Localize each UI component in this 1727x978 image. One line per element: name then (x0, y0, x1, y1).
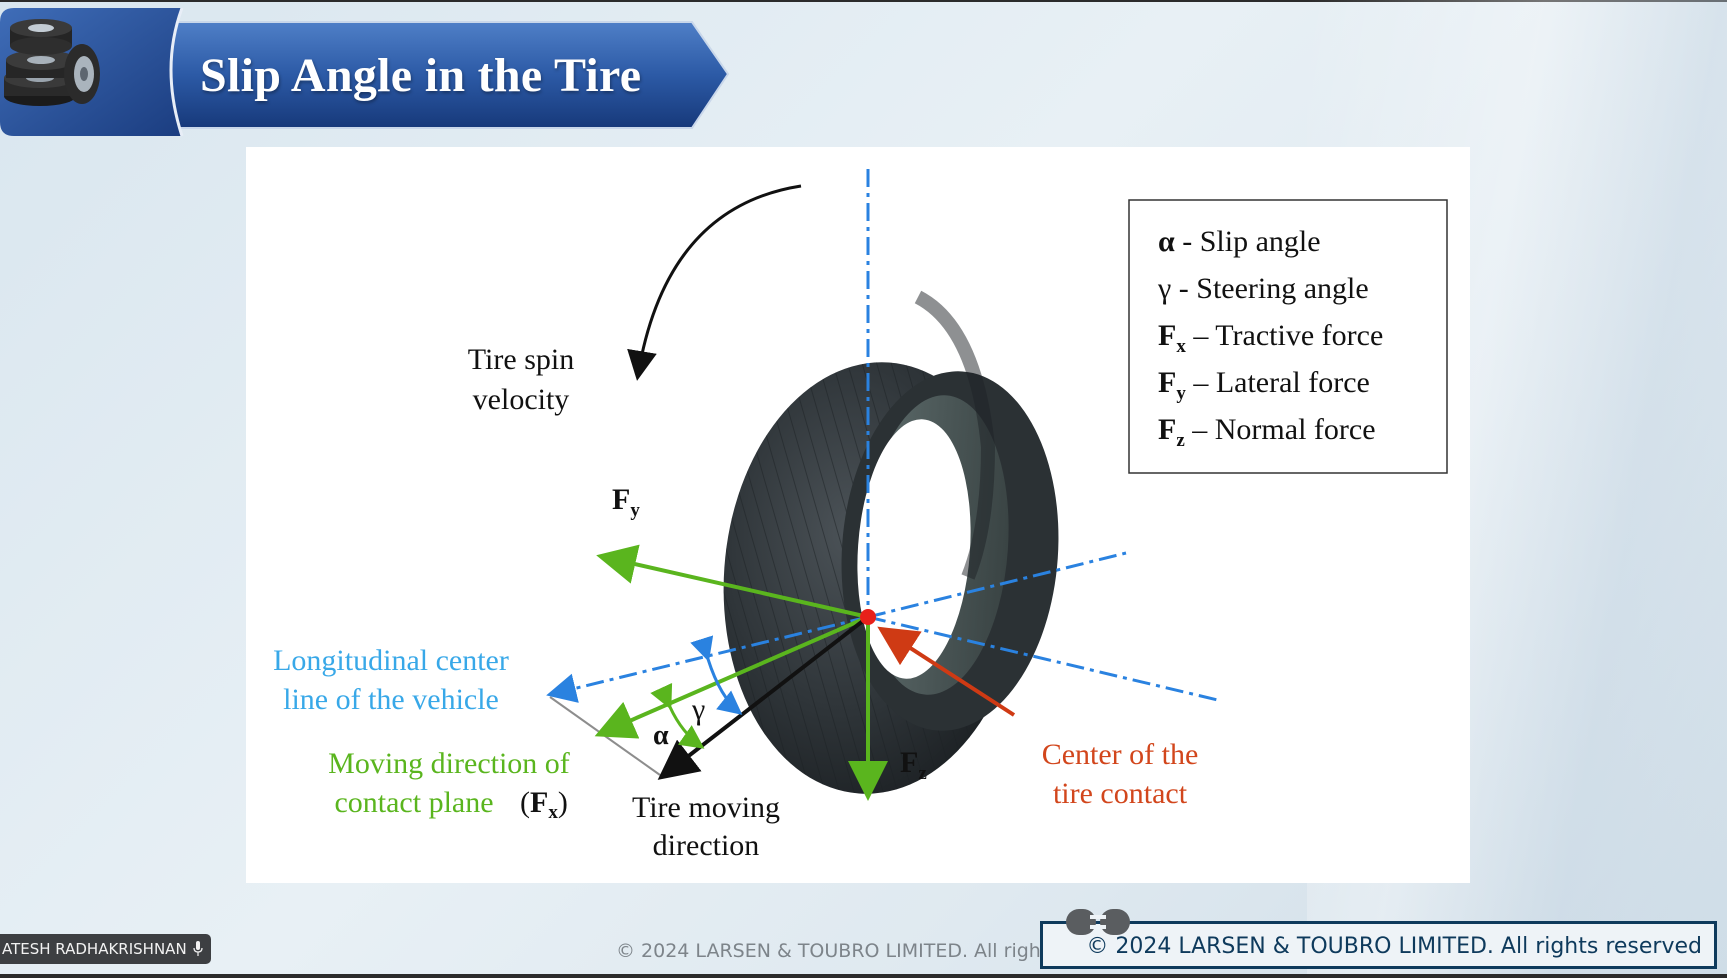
fz-label: Fz (900, 746, 927, 784)
copyright-footer: © 2024 LARSEN & TOUBRO LIMITED. All righ… (1040, 921, 1717, 969)
contact-point (860, 609, 876, 625)
legend-steering-angle: γ - Steering angle (1157, 272, 1369, 305)
window-bottom-border (0, 974, 1727, 978)
presenter-name: ATESH RADHAKRISHNAN (2, 940, 187, 958)
fy-arrow (596, 544, 869, 619)
moving-direction-label-line2: contact plane (334, 786, 493, 819)
title-banner: Slip Angle in the Tire (0, 8, 730, 138)
gamma-arc (690, 635, 743, 715)
tire-moving-label-line2: direction (653, 829, 760, 862)
center-contact-label-line2: tire contact (1053, 777, 1188, 810)
tire-moving-label-line1: Tire moving (632, 791, 780, 824)
center-contact-label-line1: Center of the (1042, 738, 1199, 771)
slide-title: Slip Angle in the Tire (200, 49, 642, 102)
moving-direction-label-line1: Moving direction of (328, 747, 570, 780)
microphone-icon (193, 941, 203, 956)
window-top-border (0, 0, 1727, 2)
plug-icon (1066, 909, 1130, 935)
legend-normal-force: Fz – Normal force (1158, 413, 1376, 451)
copyright-text: © 2024 LARSEN & TOUBRO LIMITED. All righ… (1086, 934, 1702, 959)
legend-lateral-force: Fy – Lateral force (1158, 366, 1370, 404)
tire-illustration (723, 290, 1059, 794)
tire-spin-label-line2: velocity (473, 383, 570, 416)
tire-stack-icon (4, 19, 100, 106)
gamma-label: γ (691, 693, 705, 726)
lateral-axis-line (867, 615, 1223, 703)
legend-slip-angle: α - Slip angle (1158, 225, 1321, 258)
alpha-label: α (653, 720, 669, 751)
legend-tractive-force: Fx – Tractive force (1158, 319, 1383, 357)
longitudinal-label-line1: Longitudinal center (273, 644, 509, 677)
alpha-arc (650, 682, 705, 749)
presenter-name-tag: ATESH RADHAKRISHNAN (0, 934, 211, 964)
contact-center-arrow (877, 626, 1016, 717)
tire-spin-label-line1: Tire spin (468, 343, 574, 376)
fy-label: Fy (612, 483, 640, 521)
tire-spin-arrow (627, 184, 802, 381)
longitudinal-label-line2: line of the vehicle (283, 683, 499, 716)
contact-plane-line (867, 551, 1127, 619)
fx-paren-label: (Fx) (520, 786, 568, 823)
slip-angle-diagram: Tire spin velocity Tire moving direction… (246, 147, 1470, 883)
faded-copyright-text: © 2024 LARSEN & TOUBRO LIMITED. All righ… (616, 940, 1148, 962)
legend-box: α - Slip angle γ - Steering angle Fx – T… (1128, 199, 1448, 474)
